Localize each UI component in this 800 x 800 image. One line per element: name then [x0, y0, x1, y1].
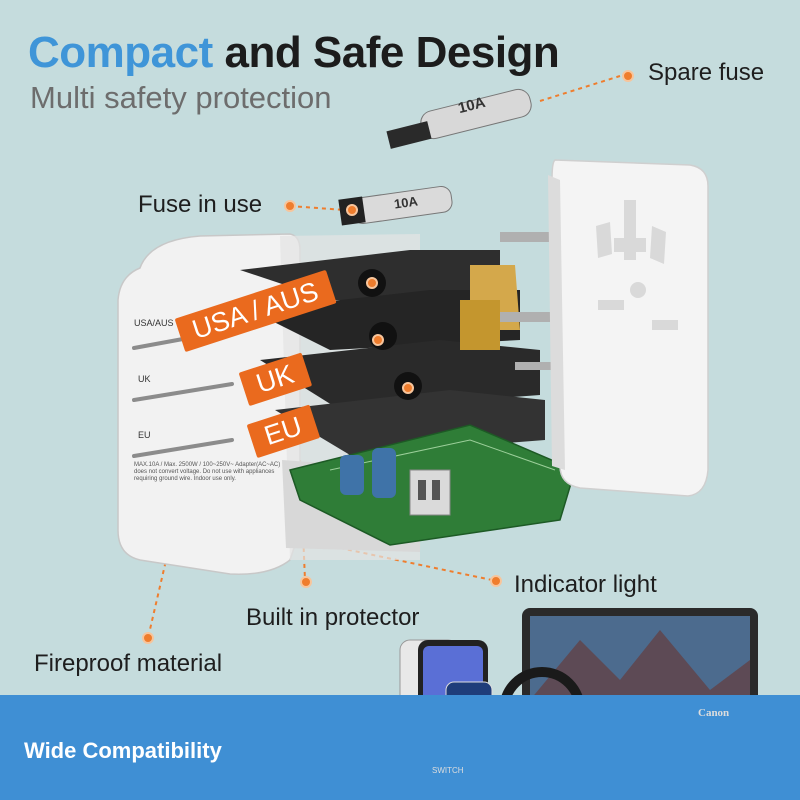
indicator-light-dot: [490, 575, 502, 587]
page-subtitle: Multi safety protection: [30, 80, 332, 115]
fuse-in-use: [338, 185, 453, 226]
spare-fuse-dot: [622, 70, 634, 82]
callout-spare-fuse: Spare fuse: [648, 59, 765, 86]
callout-built-in-protector: Built in protector: [246, 604, 420, 631]
spare-fuse: [386, 88, 532, 149]
callout-indicator-light: Indicator light: [514, 571, 657, 598]
compatibility-banner: [0, 695, 800, 800]
side-label-usa-aus: USA/AUS: [134, 318, 174, 328]
callout-fuse-in-use: Fuse in use: [138, 191, 263, 218]
circuit-board: [289, 424, 576, 546]
console-brand: SWITCH: [432, 766, 464, 775]
built-in-protector-dot: [300, 576, 312, 588]
title-highlight: Compact: [28, 28, 213, 77]
spec-text: MAX.10A / Max. 2500W / 100~250V~ Adapter…: [134, 462, 281, 482]
wide-compatibility-label: Wide Compatibility: [24, 738, 222, 763]
page-title: Compact and Safe Design: [28, 28, 560, 78]
fuse-in-use-dot: [284, 200, 296, 212]
callout-fireproof-material: Fireproof material: [34, 650, 223, 677]
fireproof-material-dot: [142, 632, 154, 644]
side-label-eu: EU: [138, 430, 151, 440]
socket-faceplate: [548, 159, 709, 497]
side-label-uk: UK: [138, 374, 151, 384]
title-rest: and Safe Design: [224, 28, 560, 77]
camera-brand: Canon: [698, 707, 730, 719]
